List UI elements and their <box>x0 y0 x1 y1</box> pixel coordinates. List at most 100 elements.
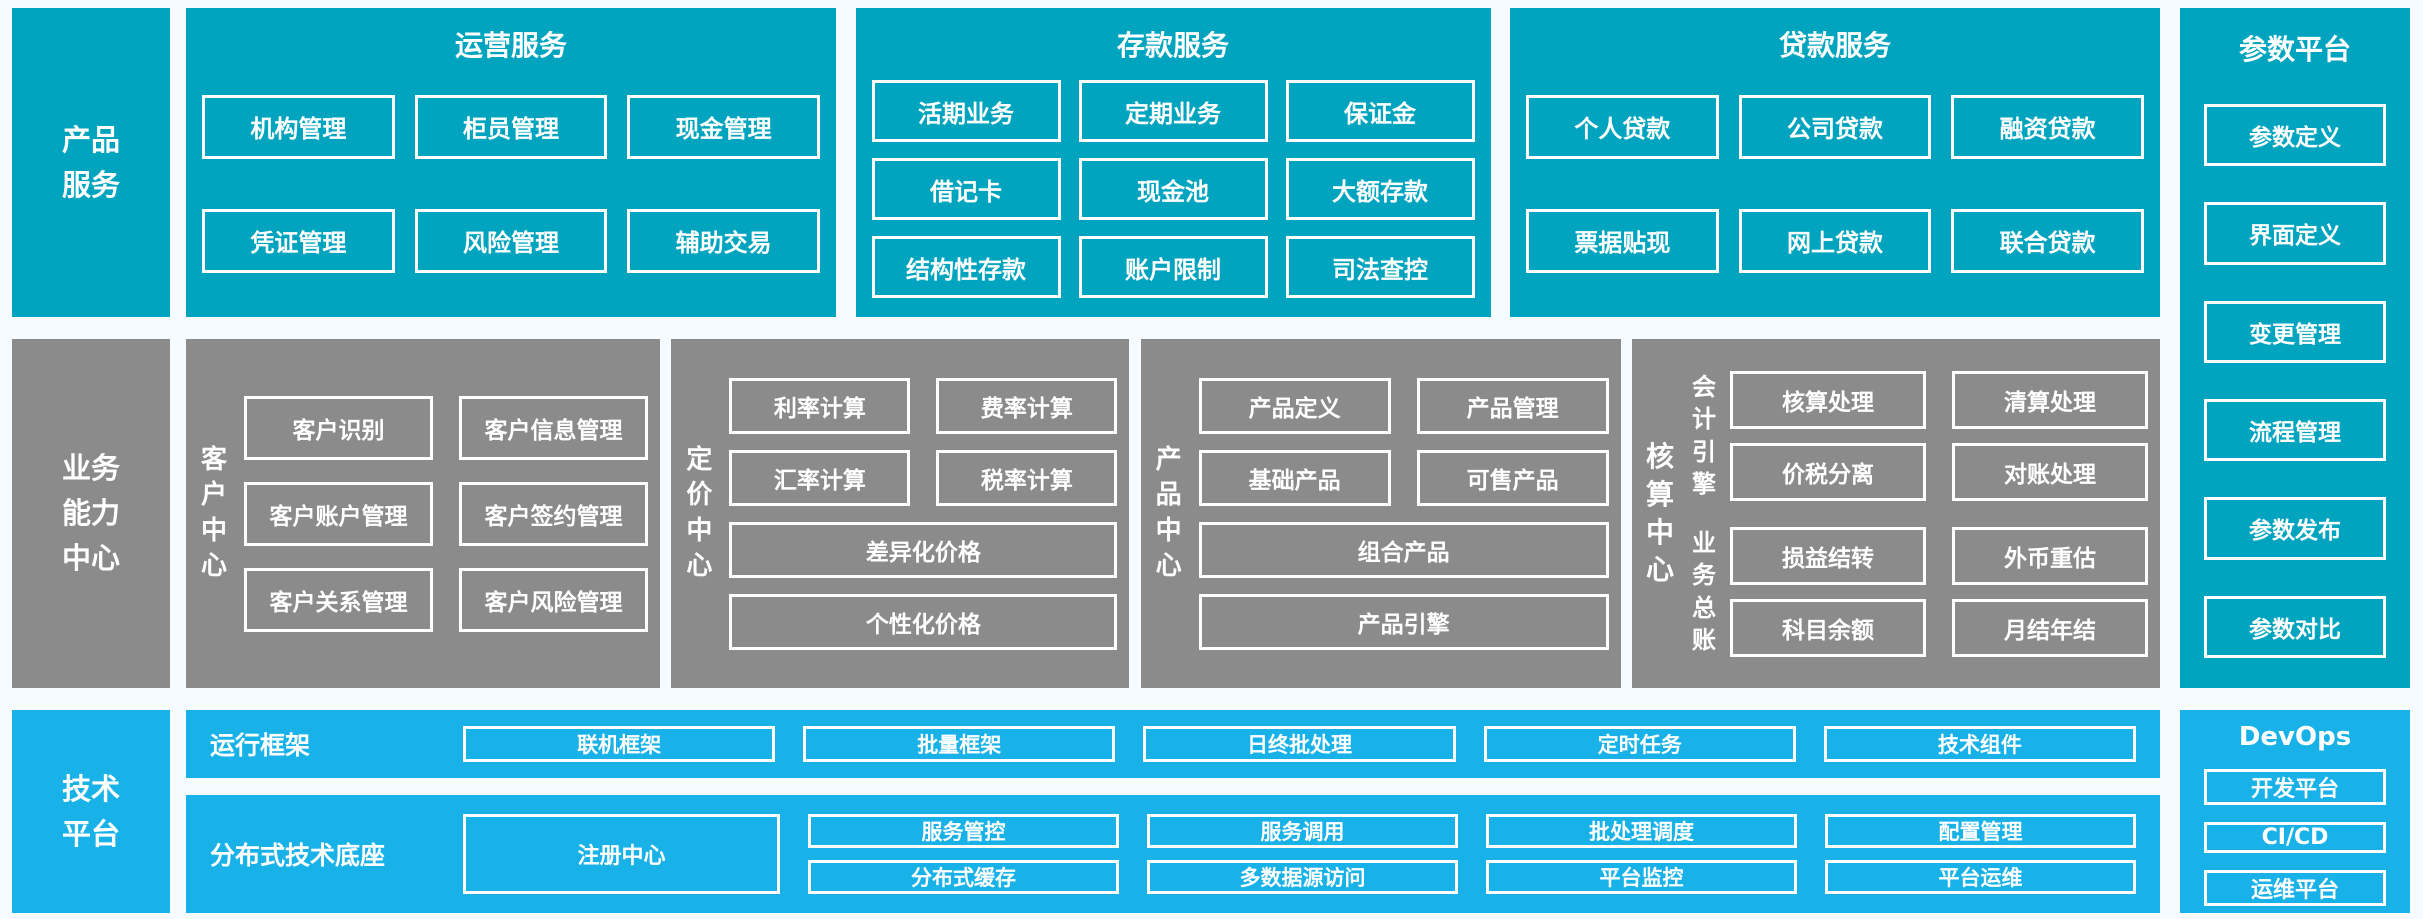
product-grid: 产品定义 产品管理 基础产品 可售产品 组合产品 产品引擎 <box>1198 377 1609 650</box>
service-box: 个人贷款 <box>1526 94 1719 159</box>
service-box: 现金池 <box>1078 158 1268 220</box>
operations-grid: 机构管理 柜员管理 现金管理 凭证管理 风险管理 辅助交易 <box>186 64 836 317</box>
service-box: 保证金 <box>1285 80 1475 142</box>
tech-box: 平台监控 <box>1486 860 1797 894</box>
capability-box-wide: 组合产品 <box>1198 521 1609 578</box>
section-devops: DevOps 开发平台 CI/CD 运维平台 <box>2180 710 2410 913</box>
tech-box: 平台运维 <box>1825 860 2136 894</box>
tech-box: CI/CD <box>2204 822 2386 853</box>
service-box: 司法查控 <box>1285 236 1475 298</box>
service-box: 联合贷款 <box>1951 208 2144 273</box>
section-title: DevOps <box>2238 722 2352 752</box>
tech-box: 开发平台 <box>2204 769 2386 805</box>
capability-box: 客户风险管理 <box>459 567 648 632</box>
section-title: 运营服务 <box>454 29 567 62</box>
capability-box: 损益结转 <box>1729 526 1926 585</box>
capability-box: 产品管理 <box>1416 377 1609 434</box>
dist-column: 配置管理 平台运维 <box>1825 814 2136 894</box>
section-title: 贷款服务 <box>1778 29 1891 62</box>
row-label-product-services: 产品 服务 <box>12 8 170 317</box>
service-box: 网上贷款 <box>1738 208 1932 273</box>
section-loan-services: 贷款服务 个人贷款 公司贷款 融资贷款 票据贴现 网上贷款 联合贷款 <box>1510 8 2160 317</box>
capability-box: 对账处理 <box>1951 442 2148 501</box>
tech-box: 批量框架 <box>803 726 1116 762</box>
pricing-grid: 利率计算 费率计算 汇率计算 税率计算 差异化价格 个性化价格 <box>729 377 1118 650</box>
service-box: 账户限制 <box>1078 236 1268 298</box>
service-box: 参数定义 <box>2204 104 2386 167</box>
tech-box: 联机框架 <box>463 726 776 762</box>
capability-box-wide: 个性化价格 <box>729 593 1118 650</box>
capability-box: 利率计算 <box>729 377 911 434</box>
service-box: 变更管理 <box>2204 300 2386 363</box>
service-box: 公司贷款 <box>1738 94 1932 159</box>
capability-box: 客户关系管理 <box>244 567 433 632</box>
capability-box: 客户信息管理 <box>459 395 648 460</box>
capability-box: 汇率计算 <box>729 449 911 506</box>
section-deposit-services: 存款服务 活期业务 定期业务 保证金 借记卡 现金池 大额存款 结构性存款 账户… <box>855 8 1491 317</box>
service-box: 活期业务 <box>871 80 1061 142</box>
service-box: 凭证管理 <box>202 208 395 273</box>
dist-column: 批处理调度 平台监控 <box>1486 814 1797 894</box>
service-box: 流程管理 <box>2204 398 2386 462</box>
service-box: 界面定义 <box>2204 202 2386 265</box>
tech-box: 分布式缓存 <box>808 860 1119 894</box>
tech-box: 配置管理 <box>1825 814 2136 848</box>
customer-grid: 客户识别 客户信息管理 客户账户管理 客户签约管理 客户关系管理 客户风险管理 <box>244 395 648 632</box>
service-box: 参数对比 <box>2204 595 2386 658</box>
dist-column: 服务调用 多数据源访问 <box>1147 814 1458 894</box>
group-label: 会计引擎 <box>1691 372 1716 498</box>
section-title: 存款服务 <box>1116 29 1229 62</box>
center-label: 核算中心 <box>1645 439 1674 587</box>
tech-box: 日终批处理 <box>1143 726 1456 762</box>
business-capability-row: 客户中心 客户识别 客户信息管理 客户账户管理 客户签约管理 客户关系管理 客户… <box>186 339 2160 688</box>
business-ledger-group: 业务总账 损益结转 外币重估 科目余额 月结年结 <box>1690 526 2148 657</box>
capability-box: 可售产品 <box>1416 449 1609 506</box>
tech-box: 批处理调度 <box>1486 814 1797 848</box>
capability-box: 客户签约管理 <box>459 481 648 546</box>
center-label: 定价中心 <box>686 445 713 581</box>
service-box: 风险管理 <box>414 208 608 273</box>
capability-box: 客户账户管理 <box>244 481 433 546</box>
section-operations-services: 运营服务 机构管理 柜员管理 现金管理 凭证管理 风险管理 辅助交易 <box>186 8 836 317</box>
capability-box: 科目余额 <box>1729 598 1926 657</box>
service-box: 定期业务 <box>1078 80 1268 142</box>
bar-label: 运行框架 <box>210 731 311 760</box>
accounting-engine-group: 会计引擎 核算处理 清算处理 价税分离 对账处理 <box>1690 370 2148 501</box>
tech-box: 服务调用 <box>1147 814 1458 848</box>
capability-box: 价税分离 <box>1729 442 1926 501</box>
section-customer-center: 客户中心 客户识别 客户信息管理 客户账户管理 客户签约管理 客户关系管理 客户… <box>186 339 660 688</box>
service-box: 票据贴现 <box>1526 208 1719 273</box>
capability-box: 月结年结 <box>1951 598 2148 657</box>
service-box: 现金管理 <box>627 94 820 159</box>
row-label-business-capability-center: 业务 能力 中心 <box>12 339 170 688</box>
service-box: 融资贷款 <box>1951 94 2144 159</box>
service-box: 机构管理 <box>202 94 395 159</box>
tech-box: 技术组件 <box>1823 726 2137 762</box>
capability-box: 客户识别 <box>244 395 433 460</box>
group-label: 业务总账 <box>1691 528 1716 654</box>
service-box: 辅助交易 <box>627 208 820 273</box>
center-label: 客户中心 <box>200 445 227 581</box>
row-label-technology-platform: 技术 平台 <box>12 710 170 913</box>
capability-box: 外币重估 <box>1951 526 2148 585</box>
center-label: 产品中心 <box>1155 445 1182 581</box>
section-runtime-framework: 运行框架 联机框架 批量框架 日终批处理 定时任务 技术组件 <box>186 710 2160 778</box>
capability-box-wide: 产品引擎 <box>1198 593 1609 650</box>
capability-box: 清算处理 <box>1951 370 2148 429</box>
dist-column: 服务管控 分布式缓存 <box>808 814 1119 894</box>
section-distributed-tech-base: 分布式技术底座 注册中心 服务管控 分布式缓存 服务调用 多数据源访问 批处理调… <box>186 795 2160 913</box>
tech-box: 运维平台 <box>2204 870 2386 906</box>
capability-box: 费率计算 <box>936 377 1118 434</box>
capability-box: 税率计算 <box>936 449 1118 506</box>
capability-box: 基础产品 <box>1198 449 1391 506</box>
section-product-center: 产品中心 产品定义 产品管理 基础产品 可售产品 组合产品 产品引擎 <box>1140 339 1621 688</box>
capability-box: 核算处理 <box>1729 370 1926 429</box>
tech-box: 服务管控 <box>808 814 1119 848</box>
section-parameter-platform: 参数平台 参数定义 界面定义 变更管理 流程管理 参数发布 参数对比 <box>2180 8 2410 688</box>
service-box: 借记卡 <box>871 158 1061 220</box>
section-pricing-center: 定价中心 利率计算 费率计算 汇率计算 税率计算 差异化价格 个性化价格 <box>671 339 1130 688</box>
tech-box: 定时任务 <box>1483 726 1796 762</box>
loans-grid: 个人贷款 公司贷款 融资贷款 票据贴现 网上贷款 联合贷款 <box>1510 64 2160 317</box>
service-box: 柜员管理 <box>414 94 608 159</box>
